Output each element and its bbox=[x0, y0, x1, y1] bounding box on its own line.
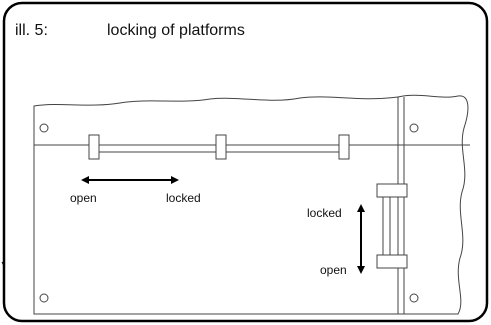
edge-mark bbox=[1, 261, 5, 267]
caption-number: ill. 5: bbox=[15, 22, 48, 39]
label-open-vertical: open bbox=[320, 263, 347, 277]
screw-hole bbox=[39, 123, 49, 133]
platform-right bbox=[397, 94, 469, 315]
platform-left bbox=[33, 96, 399, 315]
latch bbox=[88, 134, 100, 160]
locking-bar-vertical bbox=[382, 189, 391, 263]
latch bbox=[215, 134, 227, 160]
label-open-horizontal: open bbox=[70, 191, 97, 205]
latch bbox=[376, 183, 408, 198]
screw-hole bbox=[409, 123, 419, 133]
screw-hole bbox=[39, 293, 49, 303]
label-locked-horizontal: locked bbox=[166, 191, 201, 205]
latch bbox=[338, 134, 350, 160]
screw-hole bbox=[409, 293, 419, 303]
figure-caption: ill. 5: locking of platforms bbox=[15, 22, 245, 40]
latch bbox=[376, 254, 408, 269]
label-locked-vertical: locked bbox=[307, 206, 342, 220]
caption-title: locking of platforms bbox=[107, 22, 245, 39]
